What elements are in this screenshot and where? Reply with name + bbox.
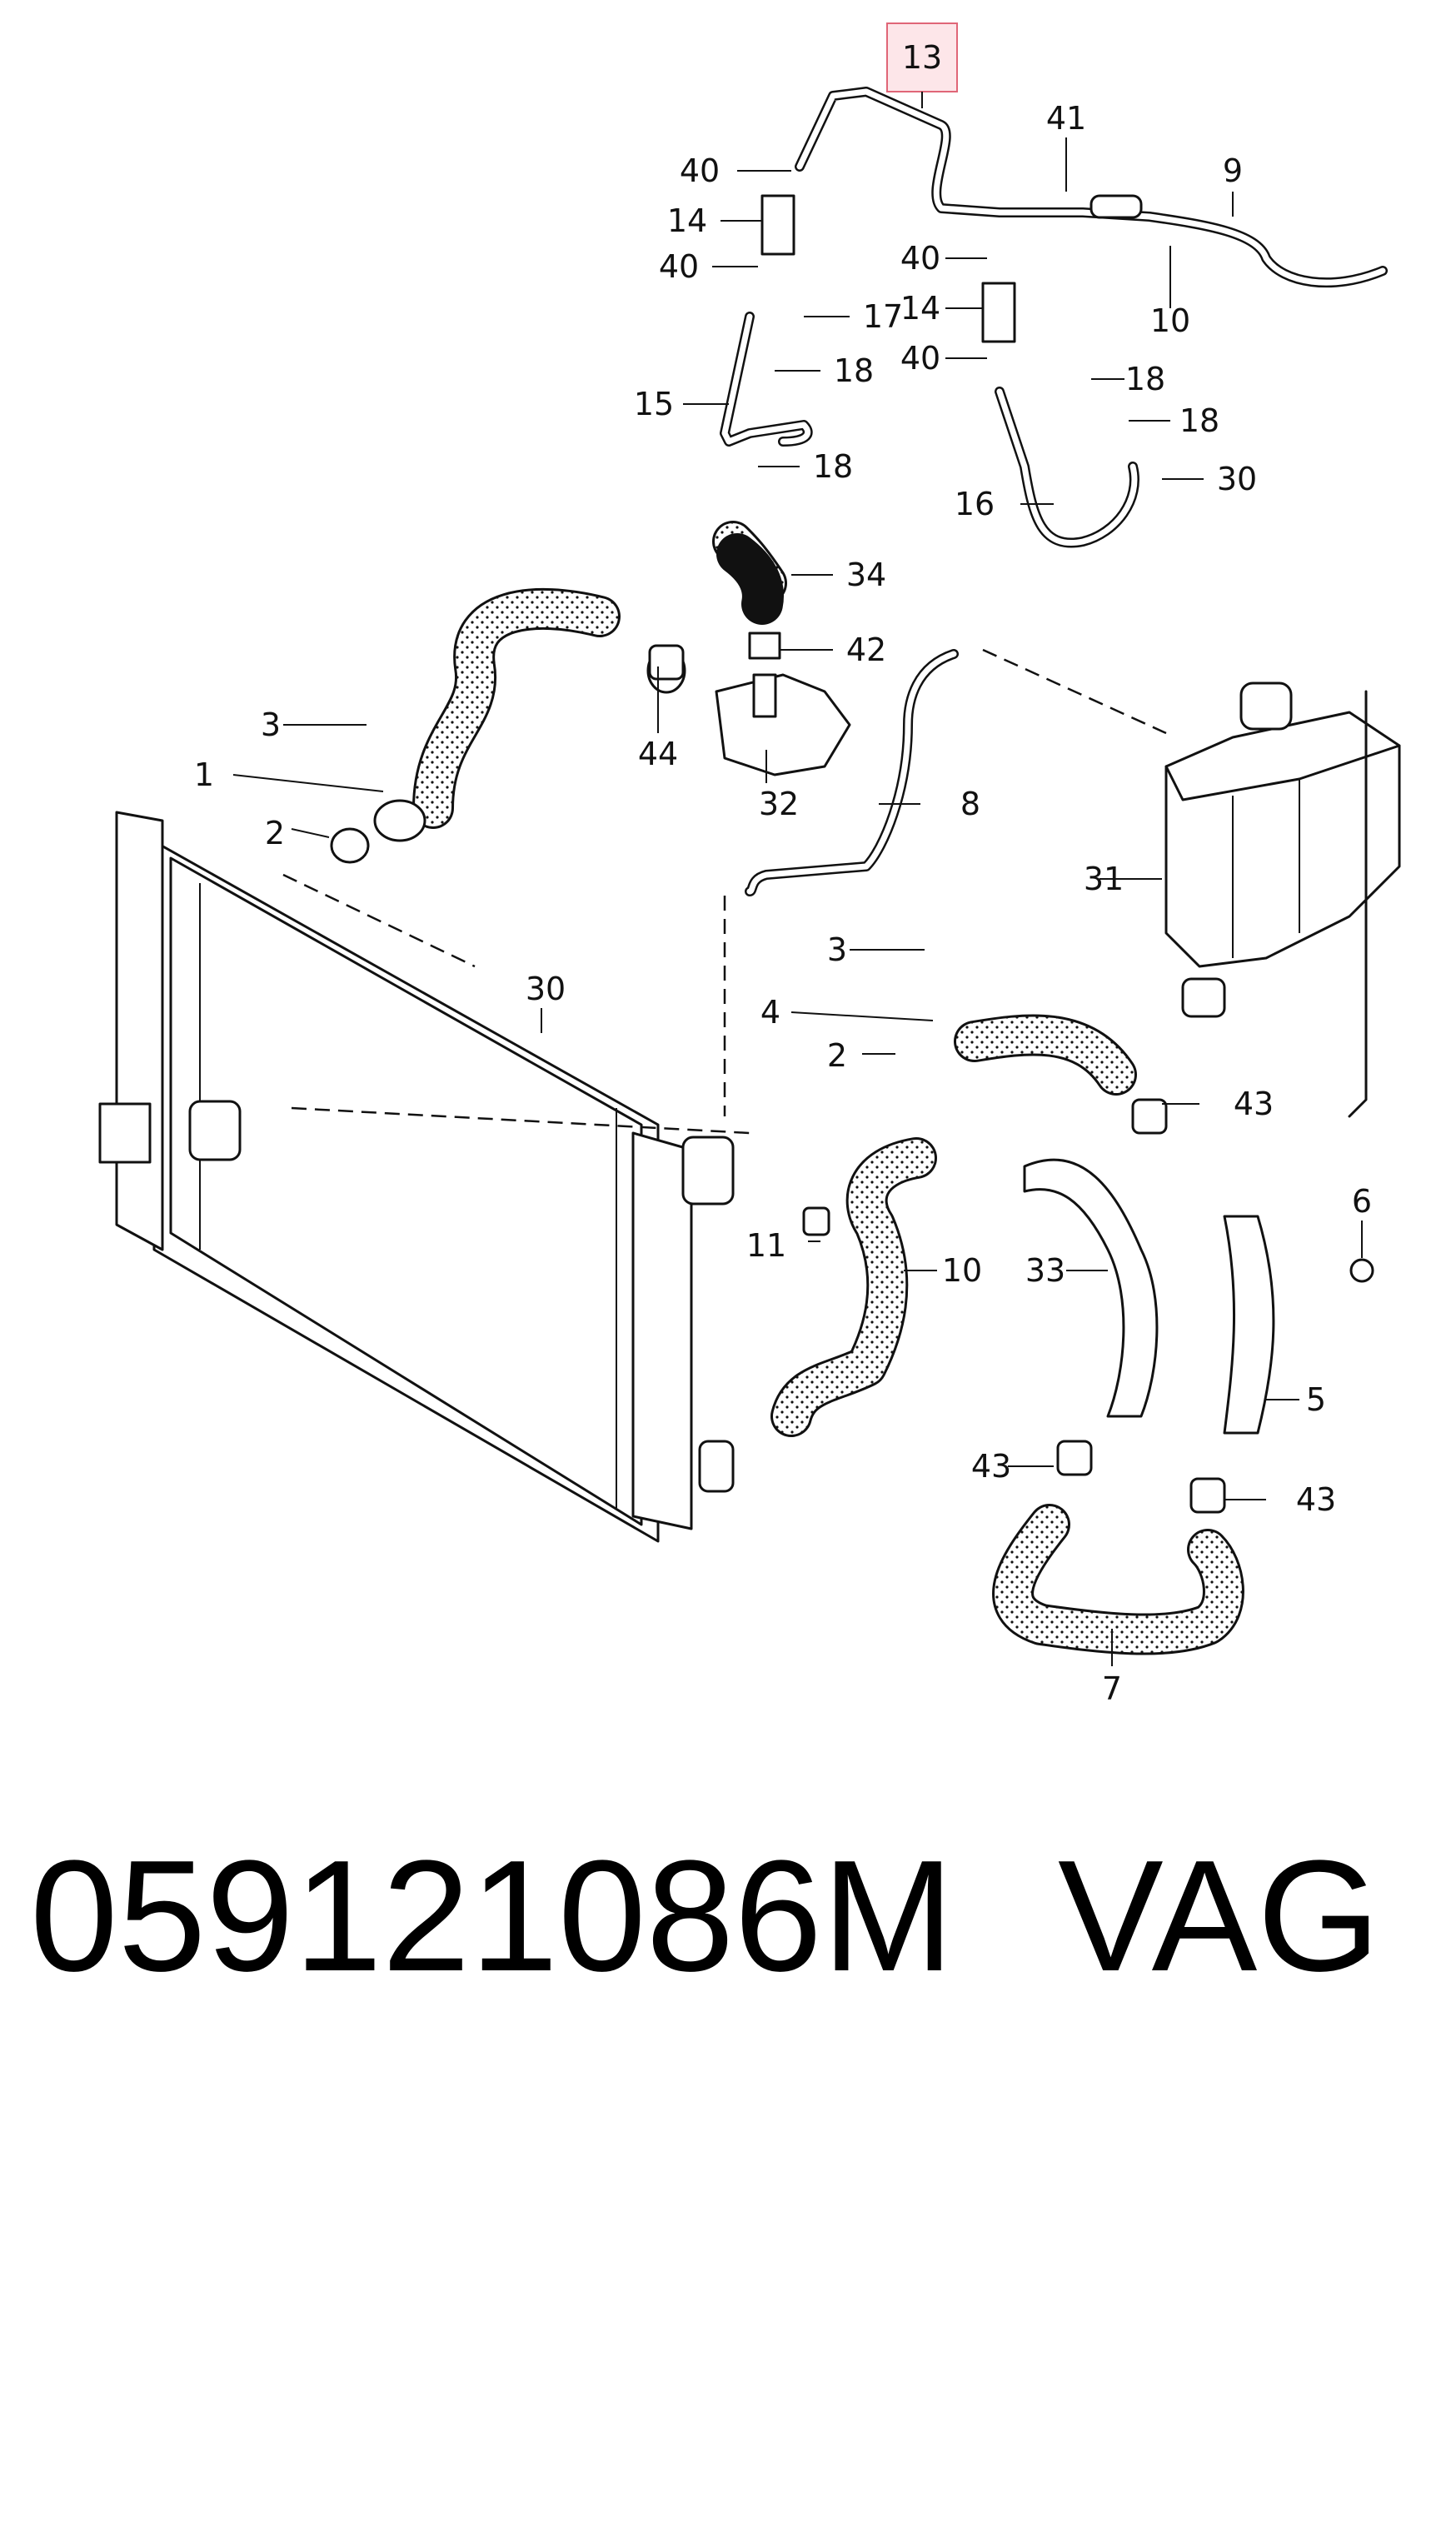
callout-43: 43 <box>971 1448 1011 1485</box>
callout-12: 10 <box>1150 302 1190 339</box>
callout-44: 44 <box>638 736 678 772</box>
callout-34: 34 <box>846 557 886 593</box>
callout-8: 10 <box>942 1252 982 1289</box>
callout-15: 15 <box>634 386 674 422</box>
callout-2: 2 <box>265 815 285 851</box>
callout-1: 1 <box>194 756 214 793</box>
callout-40: 40 <box>680 152 720 189</box>
callout-18: 18 <box>813 448 853 485</box>
callout-40: 40 <box>659 248 699 285</box>
hose-33 <box>1023 1158 1159 1418</box>
callout-6: 6 <box>1352 1183 1372 1220</box>
callout-14: 14 <box>900 290 940 327</box>
callout-33: 33 <box>1025 1252 1065 1289</box>
hose-clamps <box>648 644 1374 1514</box>
brand: VAG <box>1058 1828 1381 2004</box>
callout-32: 32 <box>759 786 799 822</box>
callout-18: 30 <box>1217 461 1257 497</box>
callout-43: 43 <box>1296 1481 1336 1518</box>
hose-14-right <box>981 282 1016 343</box>
callout-11: 9 <box>1223 152 1243 189</box>
callout-2: 2 <box>827 1037 847 1074</box>
callout-40: 40 <box>900 340 940 377</box>
hose-5 <box>1223 1215 1275 1435</box>
expansion-tank <box>982 648 1401 1118</box>
callout-labels: 40 14 40 17 18 15 18 40 14 40 41 9 10 18… <box>194 100 1372 1707</box>
hose-7 <box>992 1504 1244 1655</box>
callout-4: 4 <box>760 994 780 1031</box>
hose-4 <box>954 1014 1137 1096</box>
callout-3: 3 <box>261 706 281 743</box>
callout-18: 18 <box>834 352 874 389</box>
callout-43: 43 <box>1234 1086 1274 1122</box>
callout-14: 14 <box>667 202 707 239</box>
footer: 059121086M VAG <box>0 1791 1456 2041</box>
coolant-system-diagram: 13 <box>98 22 1401 1707</box>
leader-lines <box>232 137 1363 1666</box>
callout-17: 18 <box>1125 361 1165 397</box>
callout-40: 40 <box>900 240 940 277</box>
callout-16: 16 <box>955 486 995 522</box>
callout-18: 18 <box>1179 402 1219 439</box>
callout-7: 7 <box>1102 1670 1122 1707</box>
callout-17: 17 <box>863 298 903 335</box>
radiator <box>98 811 750 1543</box>
part-number: 059121086M <box>30 1828 955 2004</box>
callout-9: 11 <box>746 1227 786 1264</box>
lower-hose-8 <box>770 1137 937 1437</box>
callout-31: 31 <box>1084 861 1124 897</box>
callout-5: 5 <box>1306 1381 1326 1418</box>
vent-pipes <box>720 87 1388 548</box>
callout-42: 42 <box>846 632 886 668</box>
callout-30: 30 <box>526 971 566 1007</box>
hose-34 <box>716 533 784 625</box>
callout-41: 41 <box>1046 100 1086 137</box>
hose-14-left <box>760 194 795 256</box>
callout-13: 13 <box>902 39 942 76</box>
callout-10: 8 <box>960 786 980 822</box>
callout-3: 3 <box>827 931 847 968</box>
